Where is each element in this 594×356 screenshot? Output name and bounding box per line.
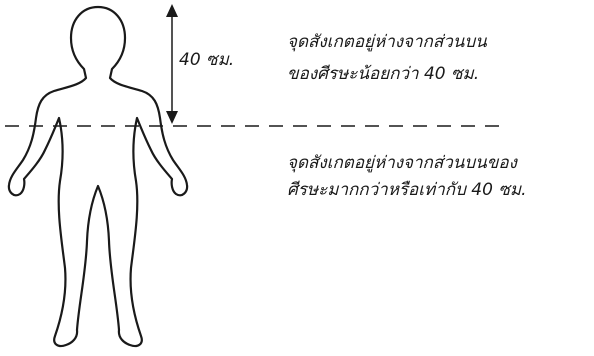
human-body-outline [9, 7, 187, 346]
upper-zone-text-line-1: จุดสังเกตอยู่ห่างจากส่วนบน [287, 30, 487, 54]
lower-zone-text-line-1: จุดสังเกตอยู่ห่างจากส่วนบนของ [287, 151, 517, 175]
measurement-arrow-up-head [166, 4, 178, 17]
measurement-arrow-down-head [166, 111, 178, 124]
lower-zone-text-line-2: ศีรษะมากกว่าหรือเท่ากับ 40 ซม. [287, 178, 526, 202]
upper-zone-text-line-2: ของศีรษะน้อยกว่า 40 ซม. [287, 62, 479, 86]
measurement-label: 40 ซม. [179, 48, 234, 72]
